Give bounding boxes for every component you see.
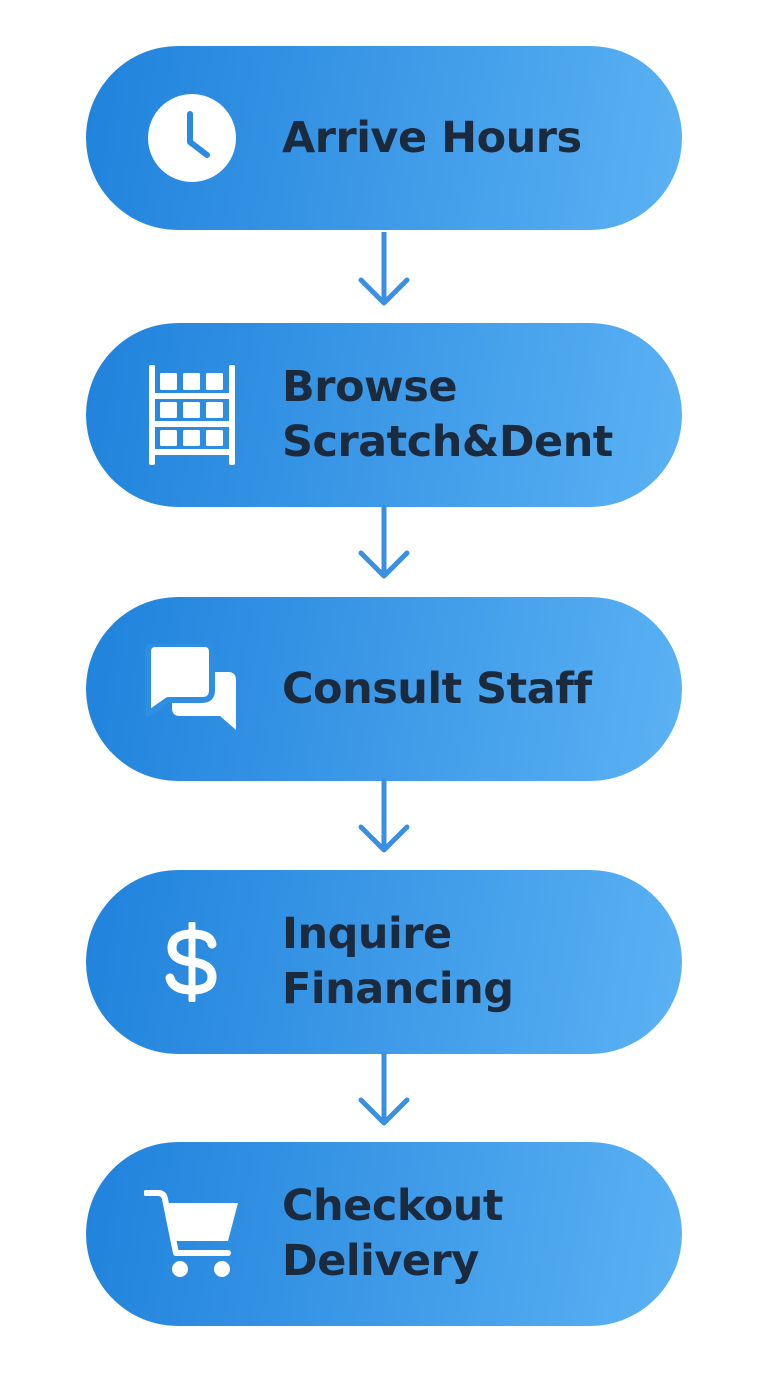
step-label-line: Inquire (282, 909, 452, 959)
arrow-down-icon (358, 779, 410, 853)
shopping-cart-icon (144, 1189, 240, 1279)
step-consult-staff: Consult Staff (86, 597, 682, 781)
chat-bubbles-icon (144, 644, 240, 734)
step-inquire-financing: Inquire Financing (86, 870, 682, 1054)
shelves-icon (144, 365, 240, 465)
step-label: Arrive Hours (282, 46, 662, 230)
step-label-line: Scratch&Dent (282, 417, 613, 467)
step-label: Inquire Financing (282, 870, 662, 1054)
step-label: Checkout Delivery (282, 1142, 662, 1326)
step-label: Browse Scratch&Dent (282, 323, 662, 507)
step-label-line: Checkout (282, 1181, 503, 1231)
step-browse-scratch-dent: Browse Scratch&Dent (86, 323, 682, 507)
step-checkout-delivery: Checkout Delivery (86, 1142, 682, 1326)
clock-icon (144, 93, 240, 183)
arrow-down-icon (358, 232, 410, 306)
dollar-icon (144, 917, 240, 1007)
arrow-down-icon (358, 1052, 410, 1126)
step-label-line: Financing (282, 964, 514, 1014)
step-label: Consult Staff (282, 597, 662, 781)
step-arrive-hours: Arrive Hours (86, 46, 682, 230)
step-label-line: Consult Staff (282, 663, 592, 714)
step-label-line: Arrive Hours (282, 112, 582, 163)
arrow-down-icon (358, 505, 410, 579)
step-label-line: Delivery (282, 1236, 479, 1286)
step-label-line: Browse (282, 362, 458, 412)
